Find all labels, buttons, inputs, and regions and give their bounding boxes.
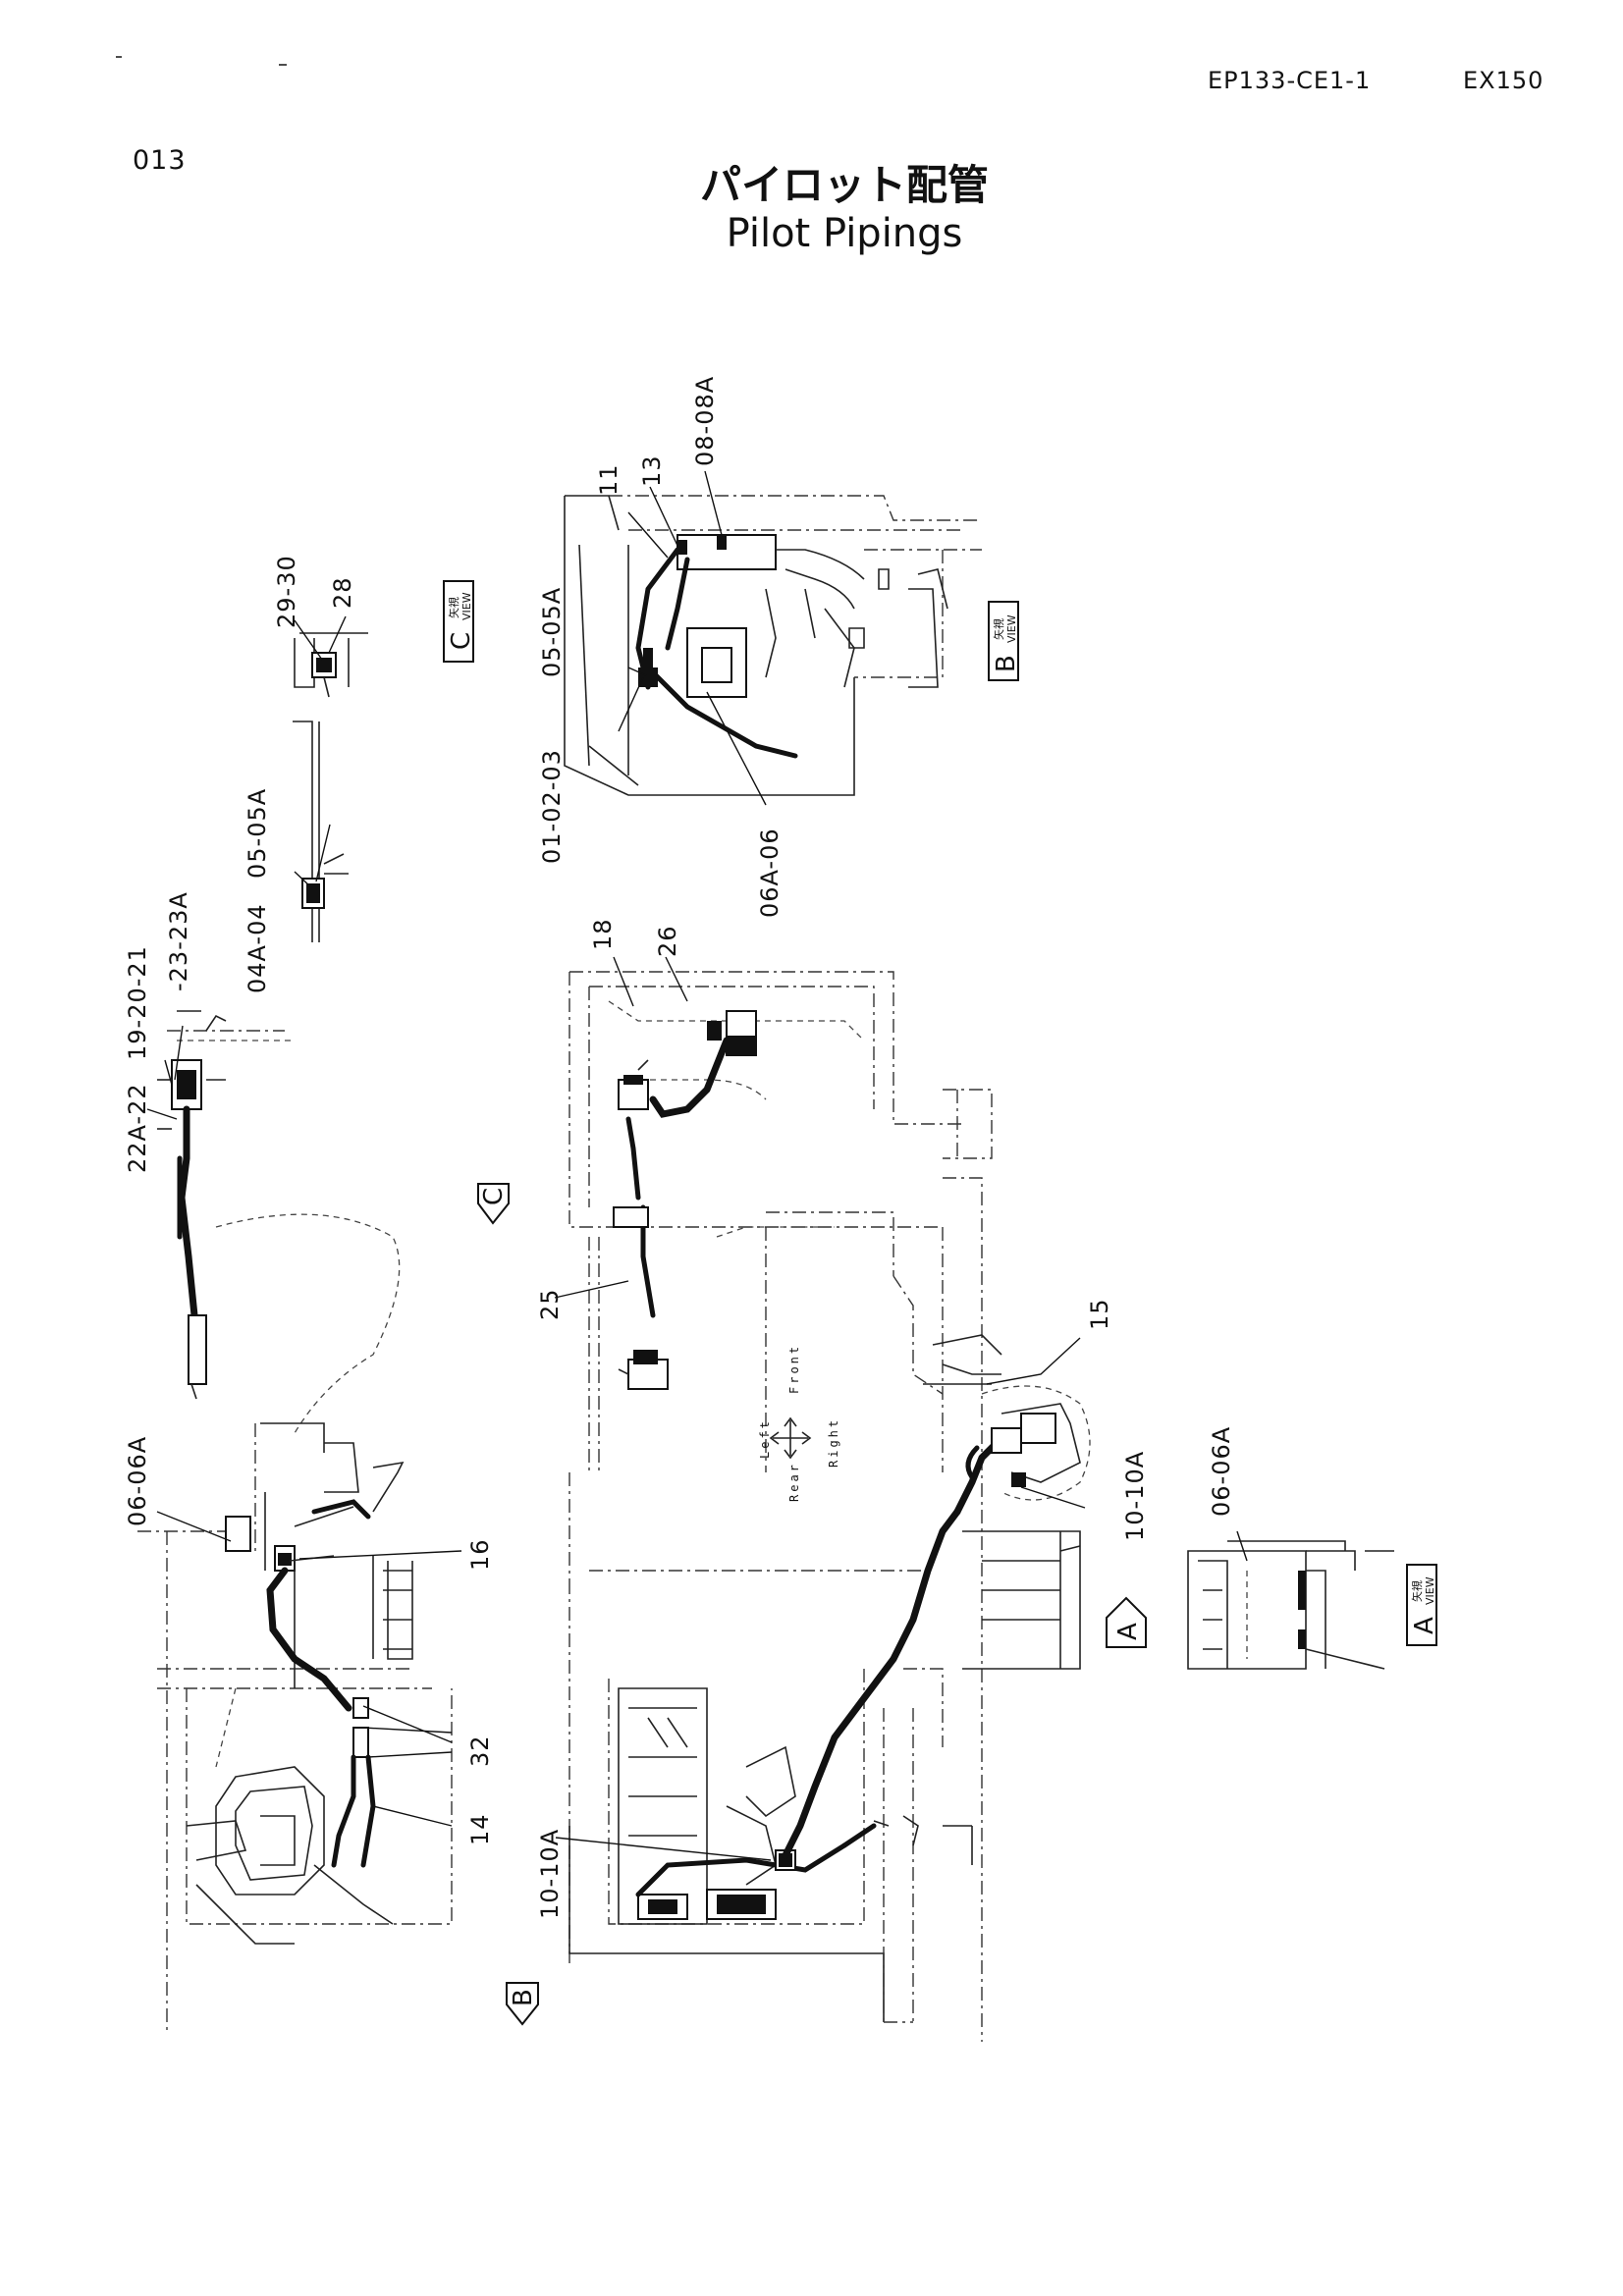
lower-center-assembly xyxy=(568,1177,1091,2042)
view-c-letter: C xyxy=(447,632,476,650)
part-labels: 29-30 28 11 13 08-08A 05-05A 01-02-03 06… xyxy=(124,376,1235,1919)
arrow-marker-a: A xyxy=(1106,1596,1147,1648)
part-label-06-06A-view-a: 06-06A xyxy=(1208,1426,1235,1517)
view-a-letter: A xyxy=(1410,1617,1439,1634)
part-label-18: 18 xyxy=(589,918,617,950)
view-a-en: VIEW xyxy=(1424,1576,1436,1605)
view-a-marker: 矢視 VIEW A xyxy=(1406,1564,1439,1646)
part-04-05-bracket xyxy=(293,721,349,942)
compass-right-label: Right xyxy=(827,1417,840,1468)
direction-compass: Left Rear Front Right xyxy=(758,1344,840,1502)
part-label-06-06A-left: 06-06A xyxy=(124,1436,151,1526)
part-label-14: 14 xyxy=(466,1813,494,1845)
arrow-marker-a-letter: A xyxy=(1113,1623,1143,1640)
part-label-11: 11 xyxy=(595,463,622,496)
part-label-26: 26 xyxy=(654,925,681,957)
arrow-marker-b-letter: B xyxy=(509,1989,538,2006)
view-a-jp: 矢視 xyxy=(1410,1580,1424,1602)
view-b-assembly xyxy=(564,495,982,796)
part-label-25: 25 xyxy=(536,1288,564,1320)
part-label-13: 13 xyxy=(638,454,666,487)
part-label-10-10A-left: 10-10A xyxy=(536,1829,564,1919)
part-label-32: 32 xyxy=(466,1735,494,1767)
model-code: EX150 xyxy=(1463,67,1544,94)
part-label-05-05A-upper: 05-05A xyxy=(538,587,566,677)
page-number: 013 xyxy=(133,145,187,176)
compass-front-label: Front xyxy=(787,1344,801,1394)
view-b-jp: 矢視 xyxy=(992,618,1005,640)
part-label-08-08A: 08-08A xyxy=(691,376,719,466)
view-c-assembly xyxy=(294,632,368,698)
document-code: EP133-CE1-1 xyxy=(1208,67,1372,94)
page-title-english: Pilot Pipings xyxy=(726,211,963,256)
part-label-22A-22: 22A-22 xyxy=(124,1083,151,1173)
part-label-28: 28 xyxy=(329,576,356,609)
view-b-en: VIEW xyxy=(1005,614,1018,643)
part-label-06A-06: 06A-06 xyxy=(756,828,784,918)
view-b-marker: 矢視 VIEW B xyxy=(988,601,1021,681)
view-a-assembly xyxy=(1187,1540,1394,1670)
view-c-en: VIEW xyxy=(460,592,473,620)
compass-left-label: Left xyxy=(758,1418,772,1459)
part-label-10-10A-right: 10-10A xyxy=(1121,1451,1149,1541)
middle-block-assembly xyxy=(568,971,993,1472)
part-label-16: 16 xyxy=(466,1538,494,1571)
left-hose-assembly xyxy=(157,1010,401,1434)
view-c-jp: 矢視 xyxy=(447,597,460,618)
part-label-04A-04: 04A-04 xyxy=(243,903,271,993)
part-label-29-30: 29-30 xyxy=(273,555,300,628)
arrow-marker-b: B xyxy=(506,1982,539,2026)
part-label-23-23A: -23-23A xyxy=(165,891,192,991)
lower-left-assembly xyxy=(137,1422,453,2032)
part-label-15: 15 xyxy=(1086,1298,1113,1330)
view-c-marker: 矢視 VIEW C xyxy=(443,580,476,663)
page-title-japanese: パイロット配管 xyxy=(699,161,989,209)
part-label-19-20-21: 19-20-21 xyxy=(124,945,151,1060)
arrow-marker-c-letter: C xyxy=(479,1188,509,1205)
leader-lines xyxy=(146,470,1248,1861)
view-b-letter: B xyxy=(992,655,1021,672)
arrow-marker-c: C xyxy=(477,1183,510,1225)
compass-rear-label: Rear xyxy=(787,1462,801,1502)
part-label-05-05A-bracket: 05-05A xyxy=(243,788,271,879)
part-label-01-02-03: 01-02-03 xyxy=(538,749,566,864)
